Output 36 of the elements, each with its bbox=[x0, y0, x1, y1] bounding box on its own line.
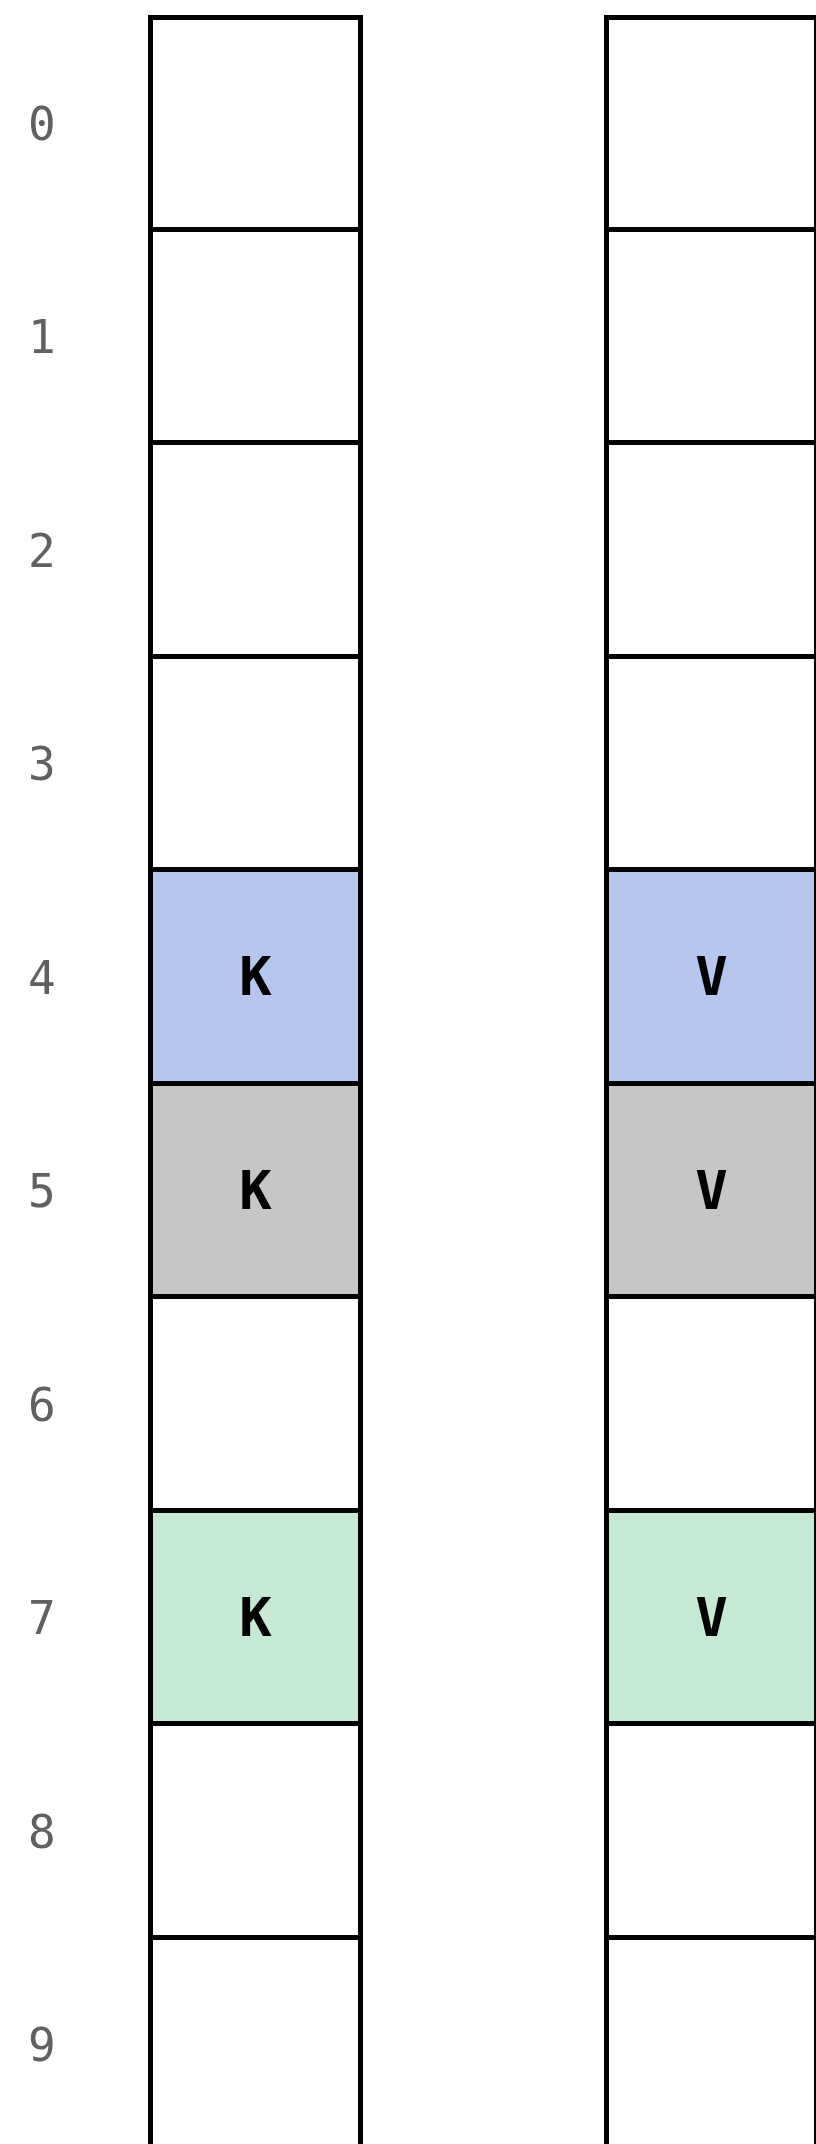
row-number: 7 bbox=[28, 1595, 56, 1642]
table-cell bbox=[604, 1937, 816, 2144]
table-cell bbox=[148, 1723, 363, 1937]
row-number: 6 bbox=[28, 1381, 56, 1428]
table-cell bbox=[148, 15, 363, 229]
cell-label: V bbox=[695, 1585, 728, 1649]
table-cell bbox=[148, 1296, 363, 1510]
table-cell bbox=[148, 869, 363, 1083]
table-cell bbox=[604, 15, 816, 229]
table-cell bbox=[148, 229, 363, 442]
cell-label: V bbox=[695, 1158, 728, 1222]
row-number: 9 bbox=[28, 2022, 56, 2069]
table-cell bbox=[148, 1937, 363, 2144]
row-number: 0 bbox=[28, 100, 56, 147]
table-cell bbox=[604, 1083, 816, 1296]
cell-label: V bbox=[695, 945, 728, 1008]
table-cell bbox=[604, 656, 816, 869]
row-number: 4 bbox=[28, 954, 56, 1001]
row-number: 2 bbox=[28, 527, 56, 574]
cell-label: K bbox=[239, 1585, 272, 1649]
table-cell bbox=[604, 442, 816, 656]
table-cell bbox=[604, 1296, 816, 1510]
row-number: 5 bbox=[28, 1168, 56, 1215]
table-cell bbox=[604, 229, 816, 442]
table-cell bbox=[604, 869, 816, 1083]
row-number: 8 bbox=[28, 1808, 56, 1855]
row-number: 1 bbox=[28, 314, 56, 361]
table-cell bbox=[604, 1510, 816, 1723]
table-cell bbox=[148, 656, 363, 869]
cell-label: K bbox=[239, 1158, 272, 1222]
cell-label: K bbox=[239, 945, 272, 1008]
table-cell bbox=[604, 1723, 816, 1937]
table-cell bbox=[148, 442, 363, 656]
table-cell bbox=[148, 1083, 363, 1296]
table-cell bbox=[148, 1510, 363, 1723]
row-number: 3 bbox=[28, 741, 56, 788]
